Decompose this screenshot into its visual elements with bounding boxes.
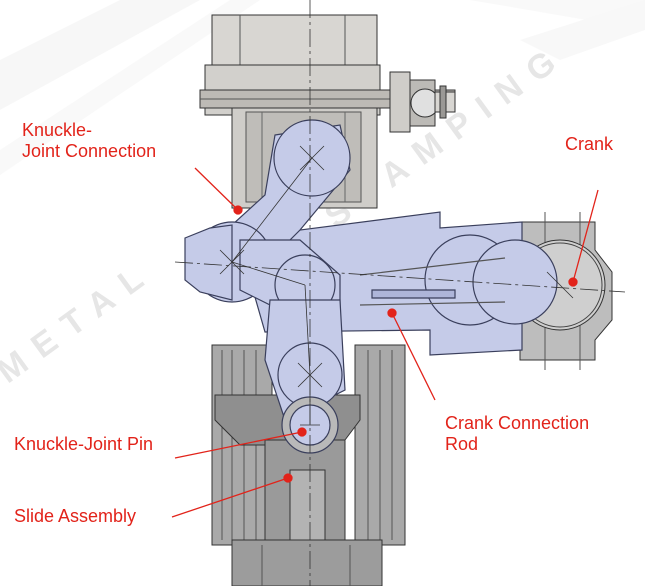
marker-knuckle-joint-connection bbox=[233, 205, 243, 215]
center-lines bbox=[174, 0, 626, 586]
label-crank-connection-rod-line2: Rod bbox=[445, 434, 479, 455]
leader-knuckle-joint-pin bbox=[174, 431, 303, 459]
marker-crank bbox=[568, 277, 578, 287]
watermark-stripes bbox=[0, 0, 645, 175]
label-knuckle-joint-connection-line1: Knuckle- bbox=[22, 120, 93, 140]
label-knuckle-joint-connection-line2: Joint Connection bbox=[22, 141, 157, 162]
leader-crank-connection-rod bbox=[391, 312, 436, 401]
label-knuckle-joint-connection: Knuckle- Joint Connection bbox=[22, 120, 156, 162]
knuckle-joint-linkage bbox=[184, 119, 351, 454]
label-slide-assembly: Slide Assembly bbox=[14, 506, 137, 526]
marker-crank-connection-rod bbox=[387, 308, 397, 318]
label-crank-connection-rod: Crank Connection Rod bbox=[445, 413, 589, 455]
label-crank-connection-rod-line1: Crank Connection bbox=[445, 413, 590, 433]
label-knuckle-joint-pin: Knuckle-Joint Pin bbox=[14, 434, 154, 454]
label-crank: Crank bbox=[565, 134, 614, 154]
marker-slide-assembly bbox=[283, 473, 293, 483]
leader-slide-assembly bbox=[171, 477, 289, 518]
marker-knuckle-joint-pin bbox=[297, 427, 307, 437]
leader-knuckle-joint-connection bbox=[194, 167, 239, 211]
leader-lines bbox=[171, 167, 599, 518]
leader-crank bbox=[572, 189, 599, 283]
